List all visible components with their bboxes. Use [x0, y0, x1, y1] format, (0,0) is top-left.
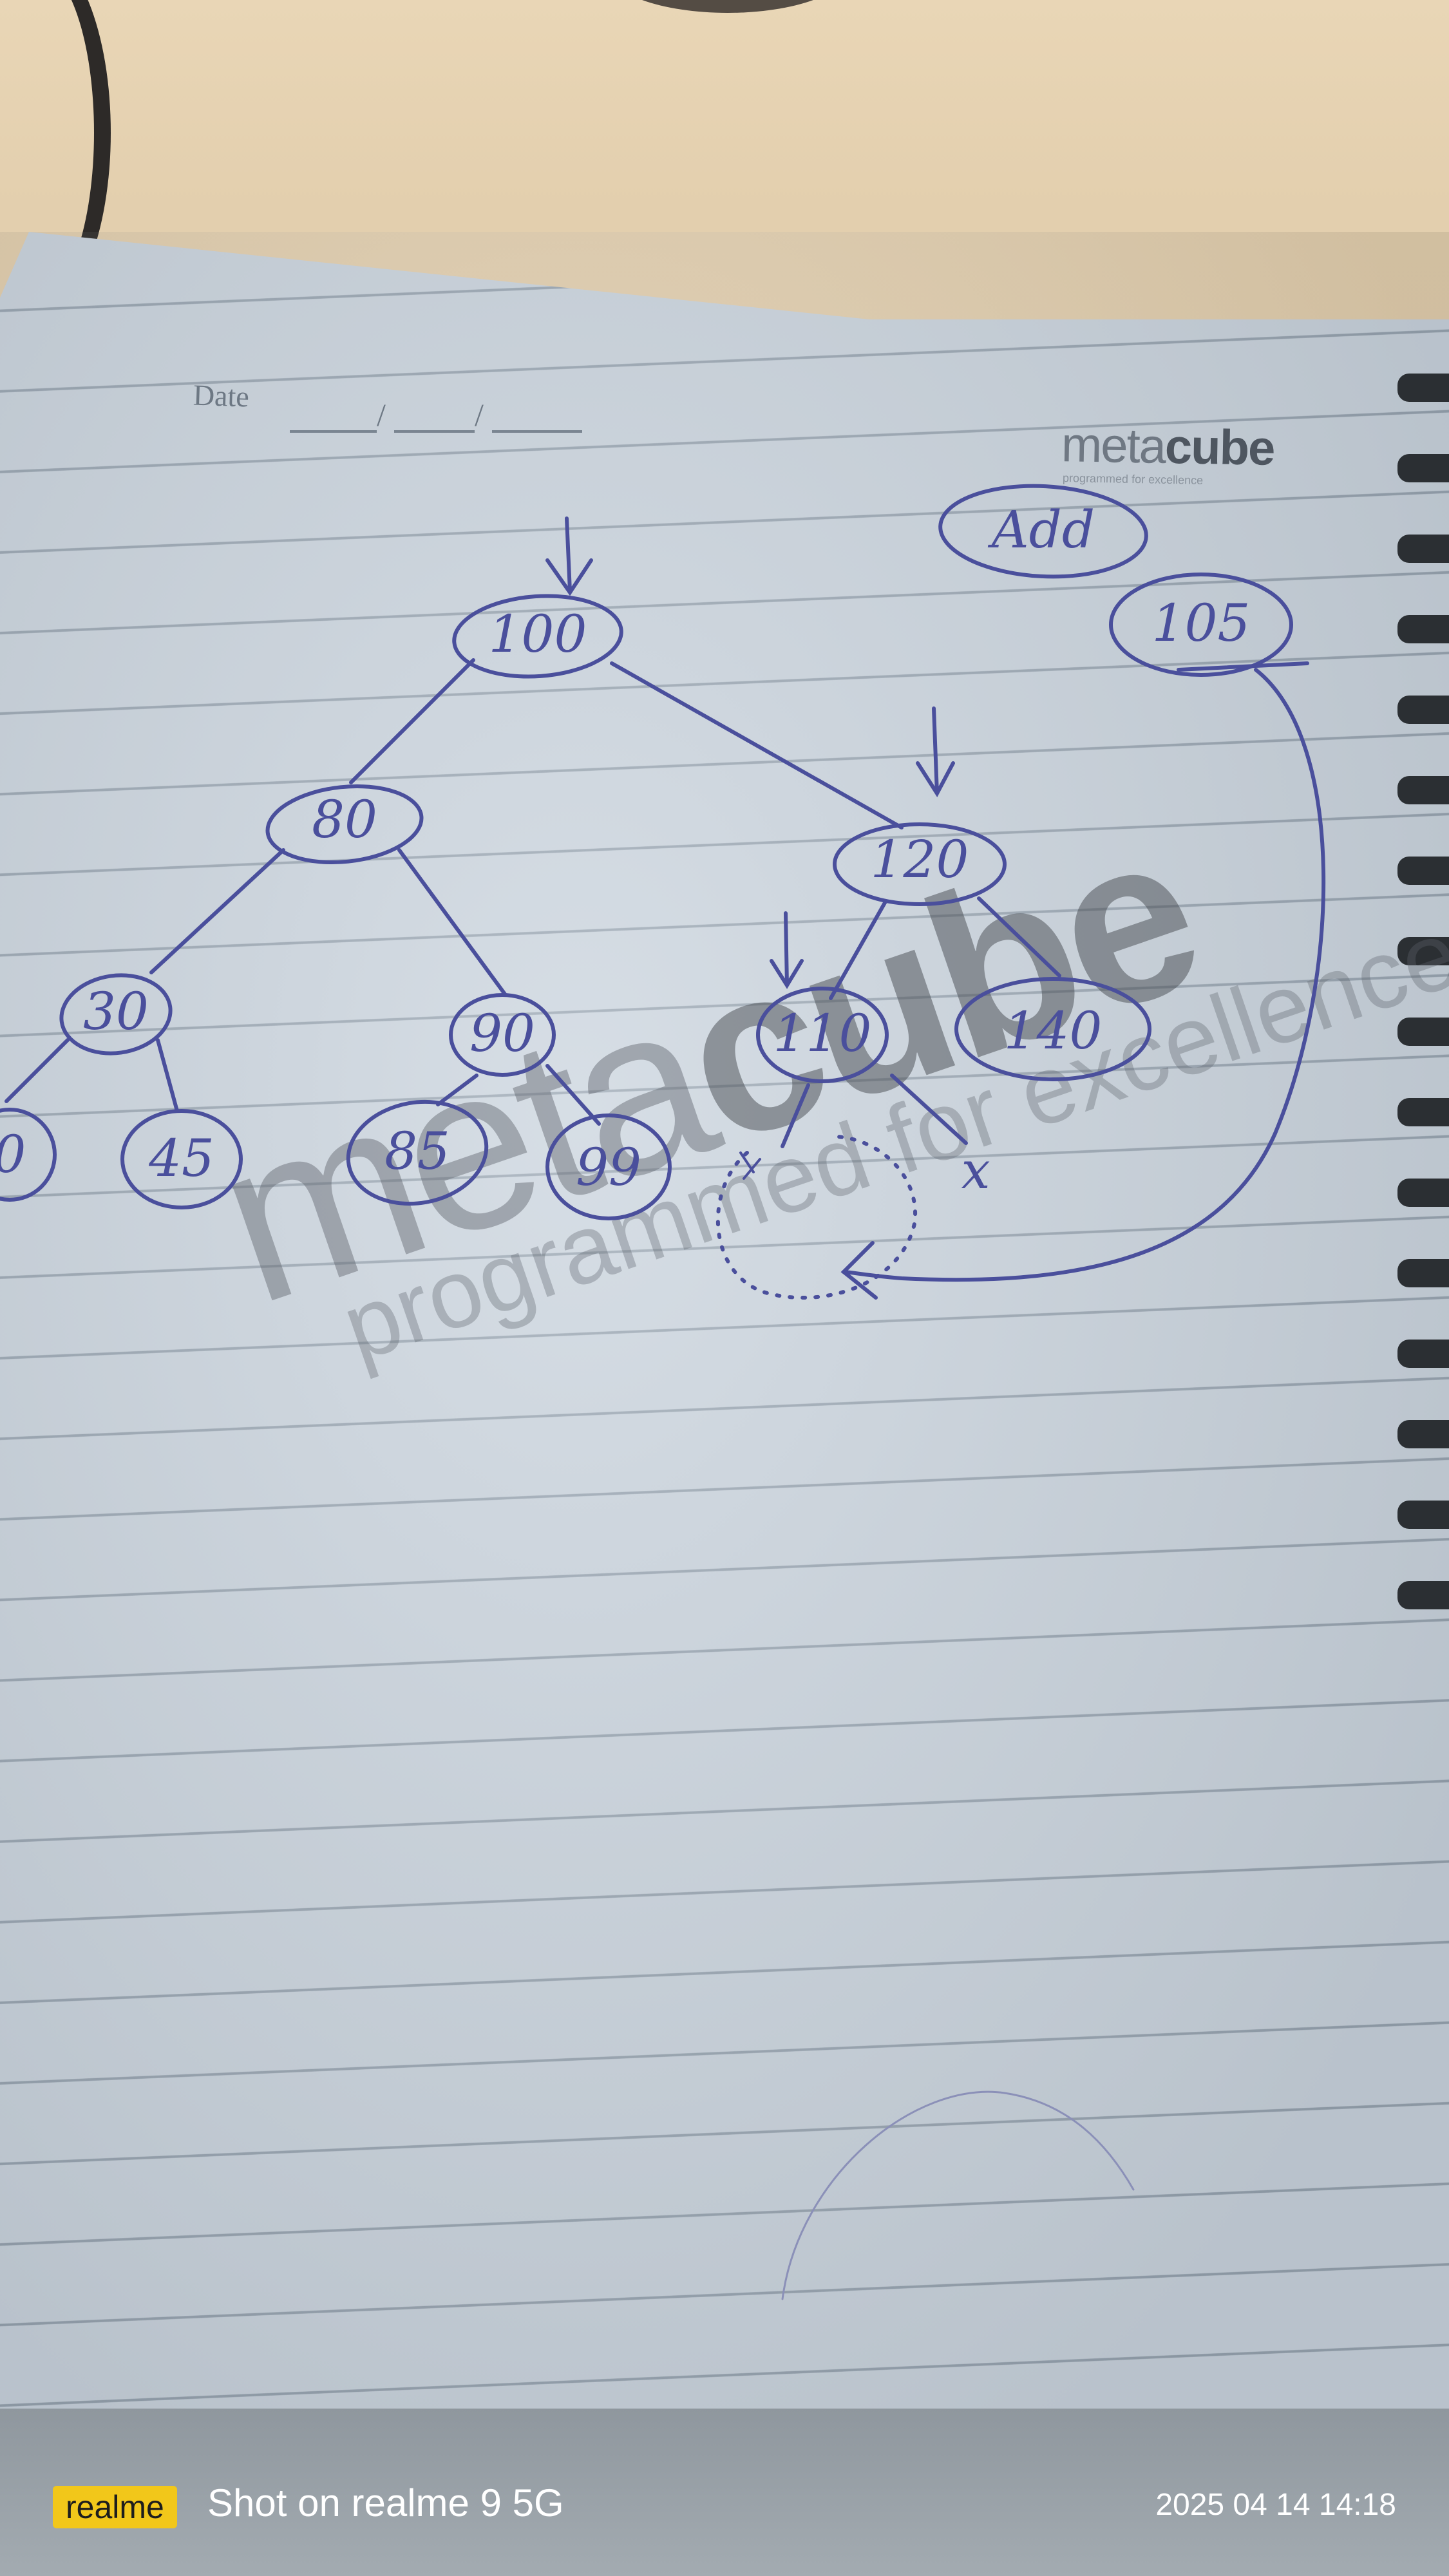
- node-ellipse-85: [346, 1099, 489, 1206]
- new-node-placeholder: [715, 1135, 918, 1300]
- node-ellipse-45: [120, 1109, 243, 1209]
- insertion-path: [842, 668, 1326, 1282]
- date-blank-year: [492, 430, 582, 433]
- binding-hole: [1397, 1259, 1449, 1287]
- node-ellipse-110: [756, 987, 889, 1083]
- edge-100-80: [349, 658, 475, 784]
- spiral-binding: [1397, 374, 1449, 1662]
- edge-120-140: [977, 896, 1061, 978]
- camera-device-text: Shot on realme 9 5G: [207, 2481, 564, 2524]
- edge-90-85: [436, 1074, 478, 1106]
- node-label-90: 90: [469, 1003, 535, 1063]
- deleted-mark: x: [961, 1141, 990, 1200]
- node-label-30: 30: [83, 981, 149, 1041]
- node-ellipse-90: [449, 993, 556, 1077]
- arrow-down-icon: [545, 516, 593, 596]
- date-blank-month: [394, 430, 475, 433]
- camera-watermark-bar: [0, 2409, 1449, 2576]
- new-value-ellipse: [1109, 573, 1293, 677]
- date-blank-day: [290, 430, 377, 433]
- node-ellipse-120: [833, 822, 1007, 906]
- photo-timestamp: 2025 04 14 14:18: [1155, 2488, 1396, 2522]
- binding-hole: [1397, 696, 1449, 724]
- node-label-110: 110: [773, 1003, 872, 1063]
- new-value-label: 105: [1152, 593, 1251, 653]
- camera-brand-badge: realme: [53, 2486, 177, 2528]
- node-ellipse-30: [59, 973, 173, 1056]
- edge-30-child: [5, 1038, 70, 1103]
- edge-30-45: [156, 1038, 179, 1113]
- binding-hole: [1397, 937, 1449, 965]
- binding-hole: [1397, 535, 1449, 563]
- node-label-0: 0: [0, 1124, 26, 1184]
- arrow-down-icon: [770, 911, 804, 989]
- node-label-120: 120: [871, 829, 969, 889]
- binding-hole: [1397, 1420, 1449, 1448]
- scribble-mark: [739, 1151, 761, 1180]
- underline: [1177, 661, 1309, 672]
- arrow-left-icon: [840, 1241, 878, 1300]
- binding-hole: [1397, 1340, 1449, 1368]
- edge-80-90: [397, 848, 507, 997]
- notebook-page: [0, 232, 1449, 2421]
- binding-hole: [1397, 1018, 1449, 1046]
- node-ellipse-100: [452, 594, 623, 679]
- faint-pencil-arc: [781, 2090, 1135, 2300]
- binding-hole: [1397, 857, 1449, 885]
- node-label-85: 85: [384, 1121, 450, 1181]
- node-label-99: 99: [576, 1137, 641, 1197]
- edge-120-110: [829, 900, 887, 1000]
- arrow-down-icon: [916, 706, 955, 797]
- edge-90-99: [545, 1064, 601, 1126]
- node-ellipse-80: [265, 784, 424, 865]
- date-slash: /: [377, 397, 386, 433]
- edge-100-120: [610, 661, 904, 829]
- node-ellipse-0: [0, 1108, 57, 1202]
- binding-hole: [1397, 776, 1449, 804]
- node-label-80: 80: [312, 790, 377, 849]
- edge-110-right: [890, 1074, 968, 1145]
- binding-hole: [1397, 615, 1449, 643]
- edge-110-left: [781, 1083, 810, 1148]
- binding-hole: [1397, 1098, 1449, 1126]
- node-ellipse-99: [545, 1113, 672, 1220]
- add-note-ellipse: [938, 484, 1148, 579]
- node-label-140: 140: [1004, 1001, 1103, 1061]
- node-label-45: 45: [148, 1128, 214, 1188]
- binding-hole: [1397, 454, 1449, 482]
- edge-80-30: [149, 848, 285, 974]
- binding-hole: [1397, 1179, 1449, 1207]
- binding-hole: [1397, 1581, 1449, 1609]
- add-note: Add: [987, 500, 1095, 560]
- binding-hole: [1397, 1501, 1449, 1529]
- binding-hole: [1397, 374, 1449, 402]
- date-slash: /: [475, 397, 484, 433]
- node-ellipse-140: [954, 977, 1151, 1081]
- node-label-100: 100: [489, 604, 587, 664]
